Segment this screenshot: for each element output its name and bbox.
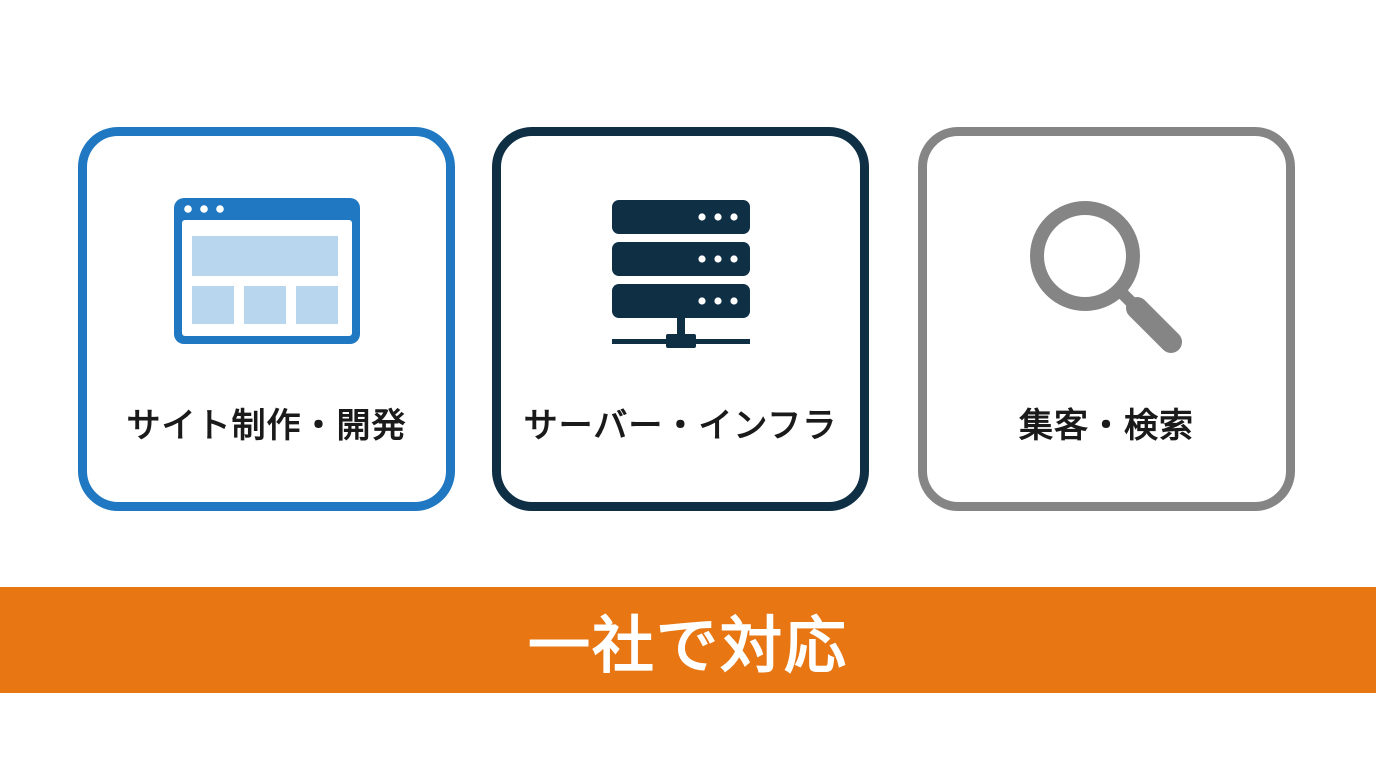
magnifying-glass-icon	[927, 198, 1286, 368]
browser-window-icon	[87, 198, 446, 368]
server-rack-icon	[501, 198, 860, 368]
one-company-banner: 一社で対応	[0, 587, 1376, 693]
card-marketing-search: 集客・検索	[918, 127, 1295, 511]
banner-text: 一社で対応	[527, 609, 848, 682]
card-site-development: サイト制作・開発	[78, 127, 455, 511]
card-server-infrastructure: サーバー・インフラ	[492, 127, 869, 511]
card-label-site-development: サイト制作・開発	[126, 406, 407, 446]
card-label-server-infrastructure: サーバー・インフラ	[523, 406, 838, 446]
card-label-marketing-search: 集客・検索	[1019, 406, 1194, 446]
